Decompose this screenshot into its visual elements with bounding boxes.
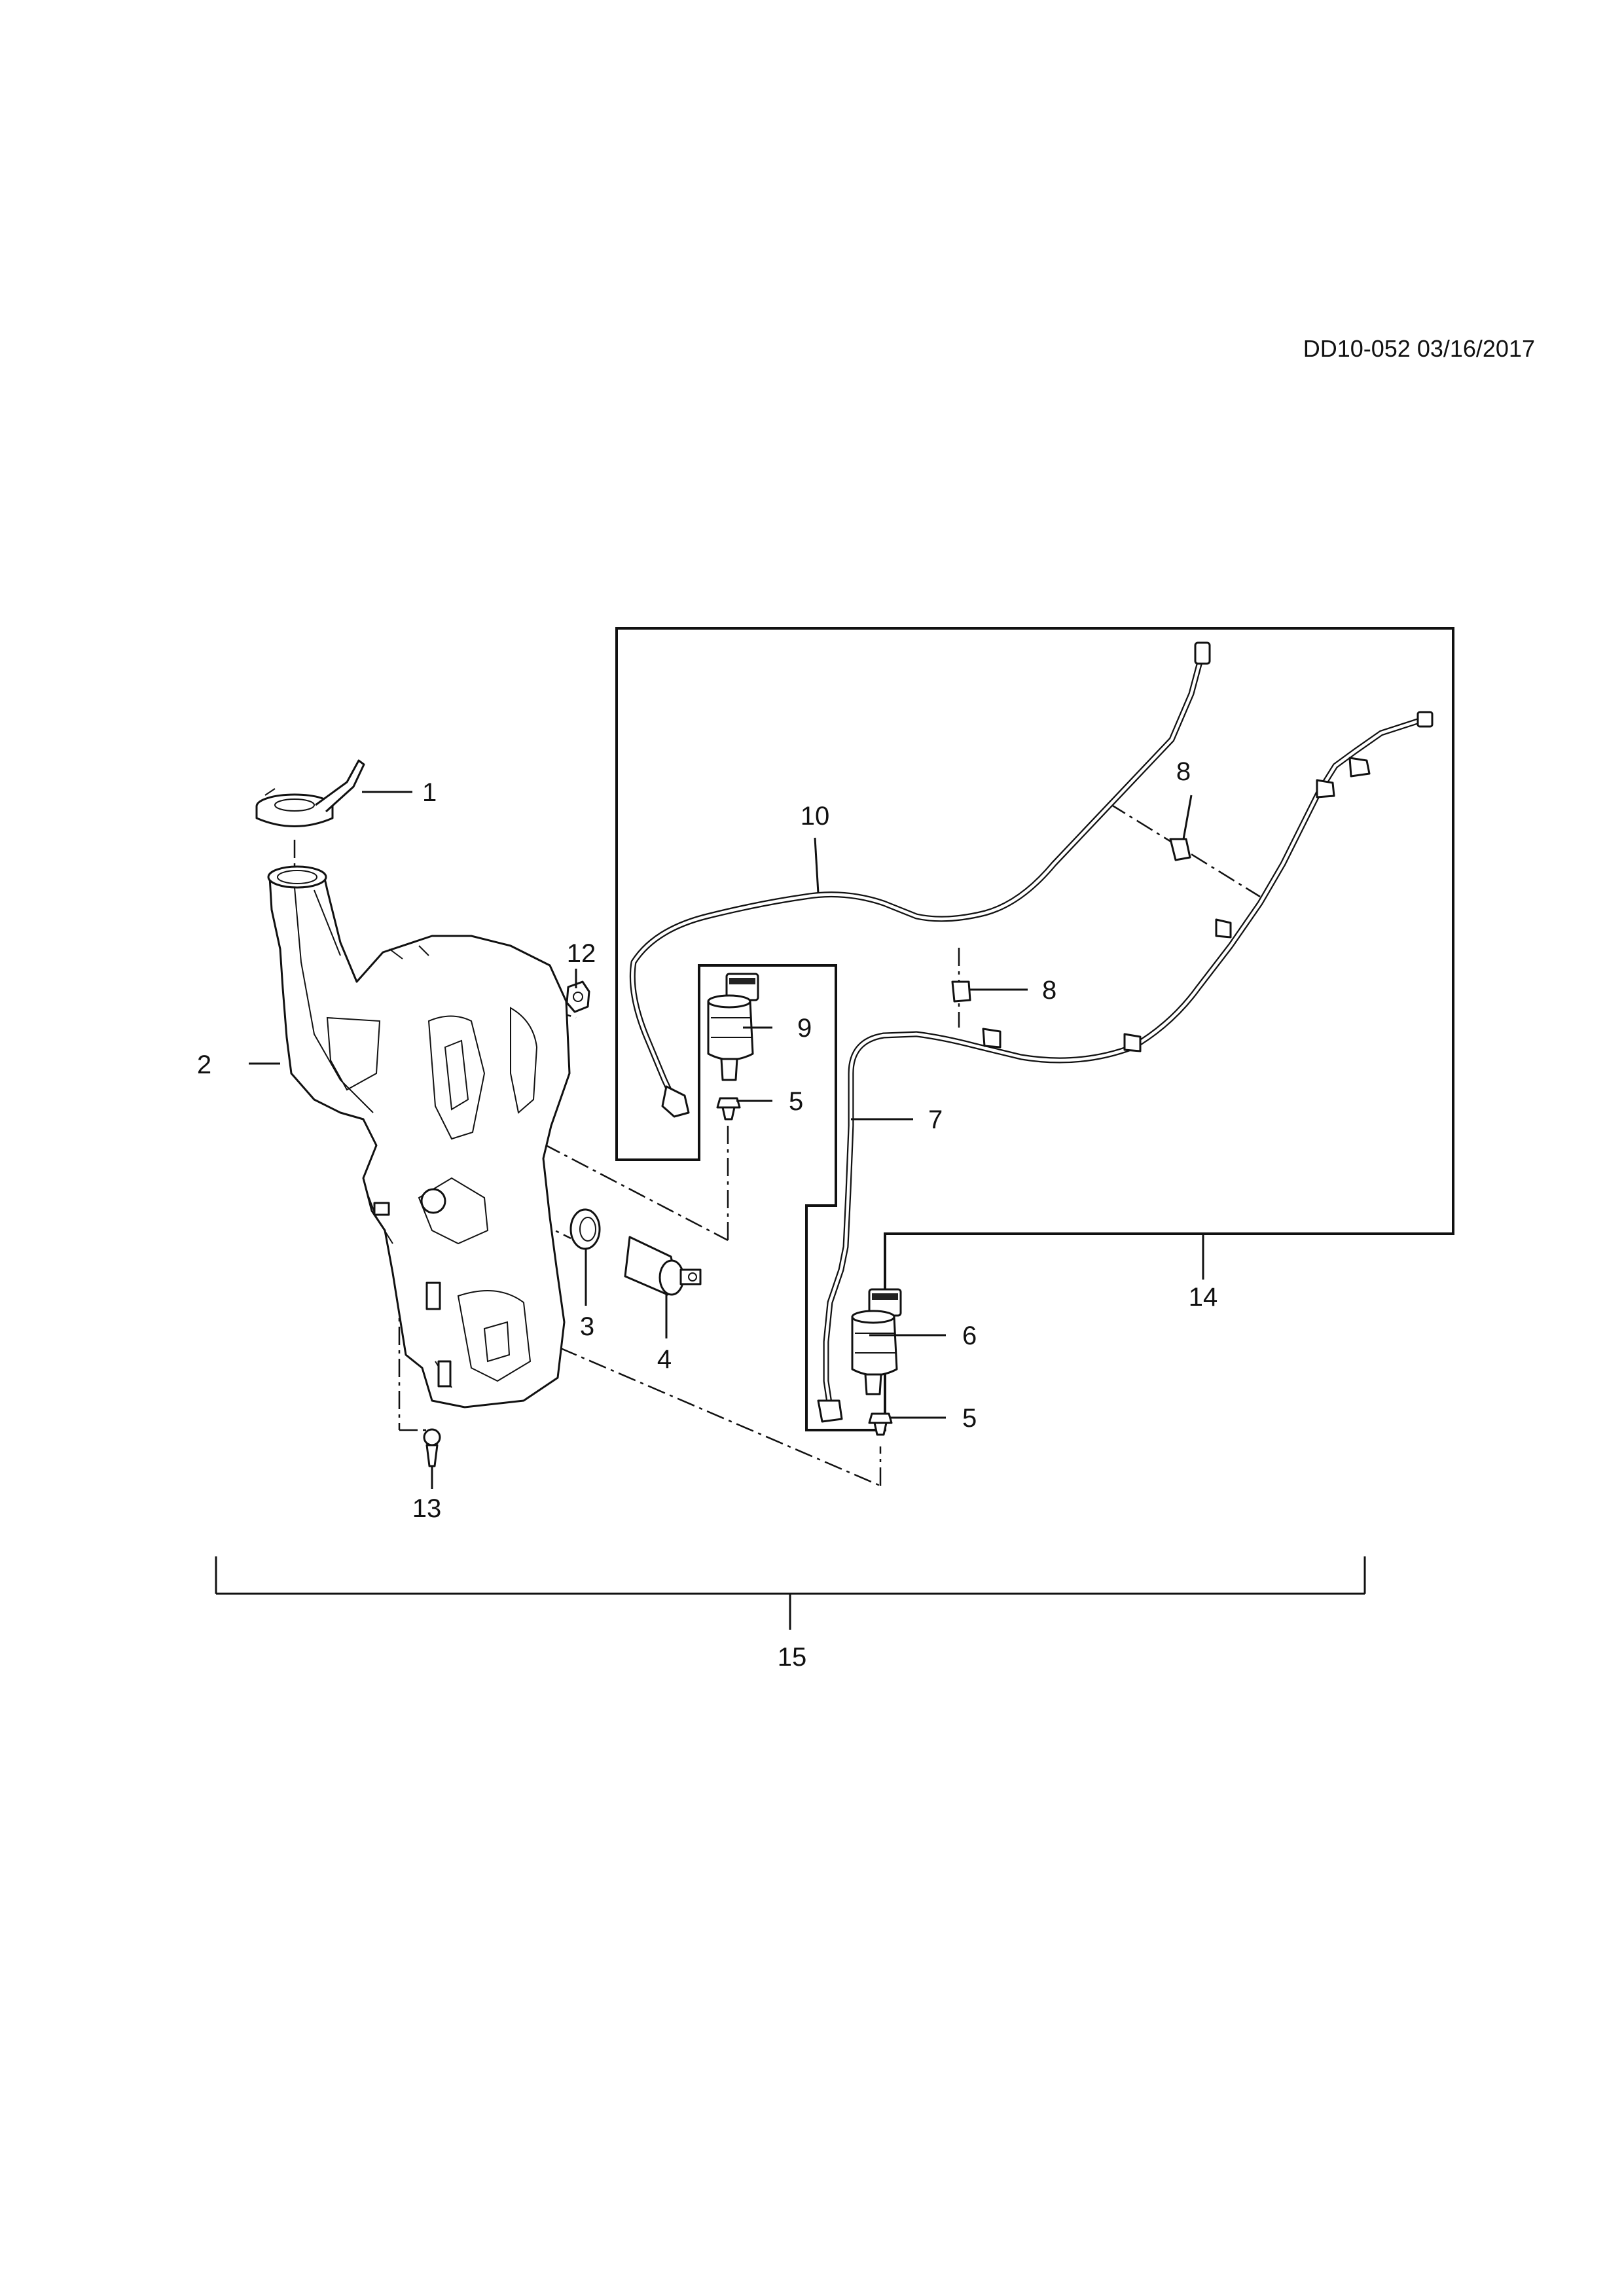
level-sensor-4 — [624, 1236, 702, 1296]
callout-10: 10 — [801, 802, 830, 831]
callout-1: 1 — [422, 778, 437, 807]
callout-3: 3 — [580, 1312, 594, 1341]
seal-5-lower — [868, 1412, 893, 1436]
callout-4: 4 — [657, 1345, 672, 1374]
washer-pump-9 — [707, 973, 759, 1081]
callout-15: 15 — [778, 1643, 807, 1672]
hose-7 — [817, 711, 1434, 1423]
subassembly-14-frame — [615, 627, 1454, 1431]
callout-7: 7 — [928, 1105, 943, 1134]
callout-2: 2 — [197, 1050, 211, 1079]
seal-5-upper — [716, 1097, 741, 1121]
callout-13: 13 — [412, 1494, 442, 1523]
hose-10 — [629, 641, 1211, 1118]
callout-12: 12 — [567, 939, 596, 968]
callout-9: 9 — [797, 1014, 812, 1043]
callout-8-upper: 8 — [1176, 757, 1191, 786]
leader-lines — [249, 791, 1204, 1489]
callout-8-lower: 8 — [1042, 976, 1056, 1005]
grommet-3 — [569, 1208, 601, 1250]
diagram-code: DD10-052 03/16/2017 — [1303, 335, 1535, 362]
nut-12 — [566, 980, 590, 1013]
clip-13 — [423, 1428, 441, 1467]
filler-cap — [255, 759, 365, 827]
callout-5-lower: 5 — [962, 1404, 977, 1433]
hose-clips-8 — [951, 757, 1371, 1052]
callout-labels: 1 2 3 4 5 5 6 7 8 8 9 10 12 13 14 15 — [197, 757, 1218, 1672]
bracket-15 — [215, 1556, 1366, 1630]
callout-14: 14 — [1189, 1283, 1218, 1312]
callout-5-upper: 5 — [789, 1087, 803, 1116]
callout-6: 6 — [962, 1321, 977, 1350]
washer-reservoir — [267, 865, 571, 1408]
washer-pump-6 — [851, 1288, 902, 1395]
